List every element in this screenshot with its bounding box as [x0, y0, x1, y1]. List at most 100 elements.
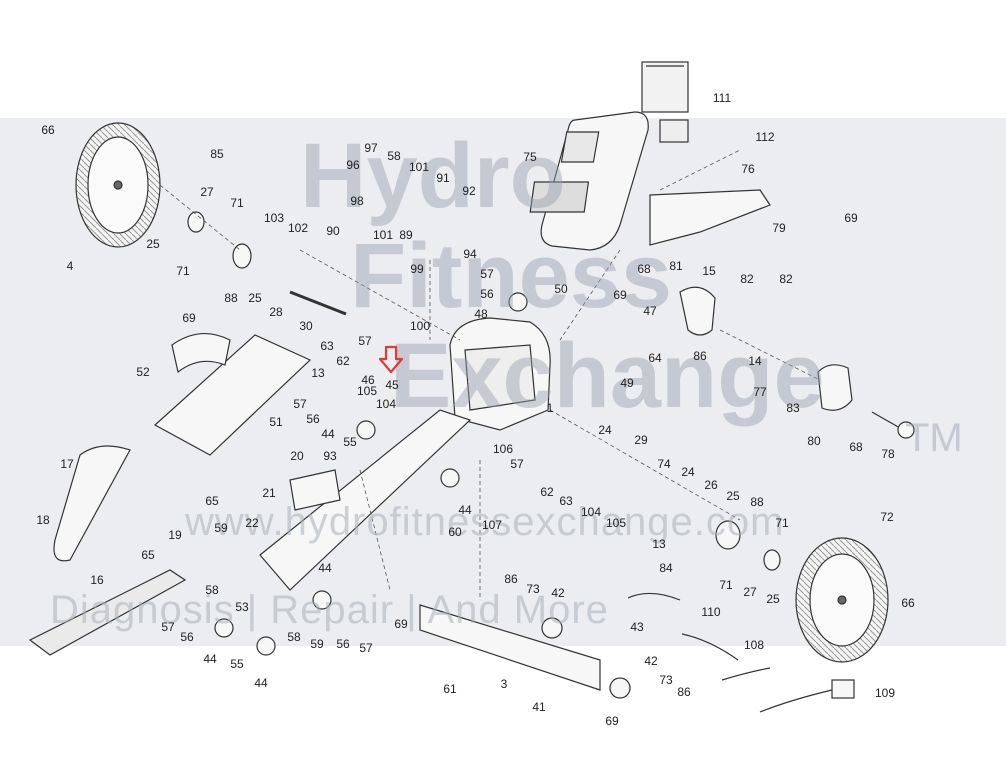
- part-label: 86: [693, 349, 707, 363]
- part-label: 66: [901, 596, 915, 610]
- part-label: 110: [701, 605, 721, 619]
- part-label: 92: [462, 184, 476, 198]
- power-adapter: [831, 679, 855, 699]
- part-label: 57: [510, 457, 524, 471]
- part-label: 25: [766, 592, 780, 606]
- part-label: 20: [290, 449, 304, 463]
- part-label: 77: [753, 385, 767, 399]
- front-beam: [259, 409, 472, 591]
- part-label: 81: [669, 259, 683, 273]
- part-label: 60: [448, 525, 462, 539]
- part-label: 1: [546, 401, 554, 415]
- part-label: 61: [443, 682, 457, 696]
- part-label: 89: [399, 228, 413, 242]
- part-label: 101: [408, 160, 430, 174]
- part-label: 73: [526, 582, 540, 596]
- pulley-42-a: [541, 617, 563, 639]
- watermark-line2: Fitness: [350, 225, 673, 327]
- part-label: 111: [712, 91, 732, 105]
- part-label: 80: [807, 434, 821, 448]
- tablet-holder: [641, 61, 689, 143]
- part-label: 99: [410, 262, 424, 276]
- part-label: 101: [372, 228, 394, 242]
- part-label: 48: [474, 307, 488, 321]
- part-label: 24: [598, 423, 612, 437]
- watermark-line1: Hydro: [300, 125, 566, 227]
- part-label: 104: [375, 397, 397, 411]
- part-label: 25: [248, 291, 262, 305]
- part-label: 88: [224, 291, 238, 305]
- part-label: 69: [613, 288, 627, 302]
- part-label: 41: [532, 700, 546, 714]
- part-label: 58: [387, 149, 401, 163]
- part-label: 24: [681, 465, 695, 479]
- leader-lines: [159, 149, 821, 600]
- part-label: 30: [299, 319, 313, 333]
- pulley-48: [508, 292, 528, 312]
- part-label: 53: [235, 600, 249, 614]
- part-label: 56: [306, 412, 320, 426]
- part-label: 93: [323, 449, 337, 463]
- seat-52: [171, 332, 231, 374]
- footrest-20: [289, 469, 341, 511]
- console: [529, 111, 649, 251]
- part-label: 86: [504, 572, 518, 586]
- part-label: 21: [262, 486, 276, 500]
- part-label: 16: [90, 573, 104, 587]
- part-label: 57: [161, 620, 175, 634]
- part-label: 55: [230, 657, 244, 671]
- part-label: 83: [786, 401, 800, 415]
- part-label: 44: [203, 652, 217, 666]
- part-label: 47: [643, 304, 657, 318]
- part-label: 97: [364, 141, 378, 155]
- part-label: 91: [436, 171, 450, 185]
- part-label: 71: [719, 578, 733, 592]
- footrest-17: [53, 445, 131, 562]
- part-label: 28: [269, 305, 283, 319]
- part-label: 44: [321, 427, 335, 441]
- part-label: 94: [463, 247, 477, 261]
- wheel-44-a: [214, 618, 234, 638]
- motor-cover: [817, 364, 853, 411]
- part-label: 4: [66, 259, 74, 273]
- part-label: 25: [146, 237, 160, 251]
- part-label: 13: [652, 537, 666, 551]
- part-label: 57: [480, 267, 494, 281]
- part-label: 69: [182, 311, 196, 325]
- part-label: 57: [358, 334, 372, 348]
- part-label: 65: [141, 548, 155, 562]
- part-label: 27: [743, 585, 757, 599]
- fan-wheel-right: [795, 537, 889, 663]
- part-label: 98: [350, 194, 364, 208]
- part-label: 26: [704, 478, 718, 492]
- part-label: 73: [659, 673, 673, 687]
- part-label: 56: [480, 287, 494, 301]
- watermark-tagline: Diagnosis | Repair | And More: [50, 588, 609, 632]
- part-label: 104: [580, 505, 602, 519]
- part-label: 45: [385, 378, 399, 392]
- handle-78: [871, 411, 901, 429]
- part-label: 52: [136, 365, 150, 379]
- adapter-cable: [759, 689, 833, 713]
- part-label: 108: [743, 638, 765, 652]
- part-label: 71: [176, 264, 190, 278]
- part-label: 109: [874, 686, 896, 700]
- wheel-44-c: [312, 590, 332, 610]
- part-label: 103: [263, 211, 285, 225]
- part-label: 3: [500, 677, 508, 691]
- part-label: 44: [458, 503, 472, 517]
- part-label: 66: [41, 123, 55, 137]
- part-label: 68: [849, 440, 863, 454]
- cable-84: [627, 592, 681, 601]
- part-label: 82: [740, 272, 754, 286]
- part-label: 102: [287, 221, 309, 235]
- handle-knob: [897, 421, 915, 439]
- pulley-88-b: [715, 520, 741, 550]
- part-label: 15: [702, 264, 716, 278]
- part-label: 100: [409, 319, 431, 333]
- wheel-44-d: [356, 420, 376, 440]
- part-label: 65: [205, 494, 219, 508]
- part-label: 58: [205, 583, 219, 597]
- part-label: 58: [287, 630, 301, 644]
